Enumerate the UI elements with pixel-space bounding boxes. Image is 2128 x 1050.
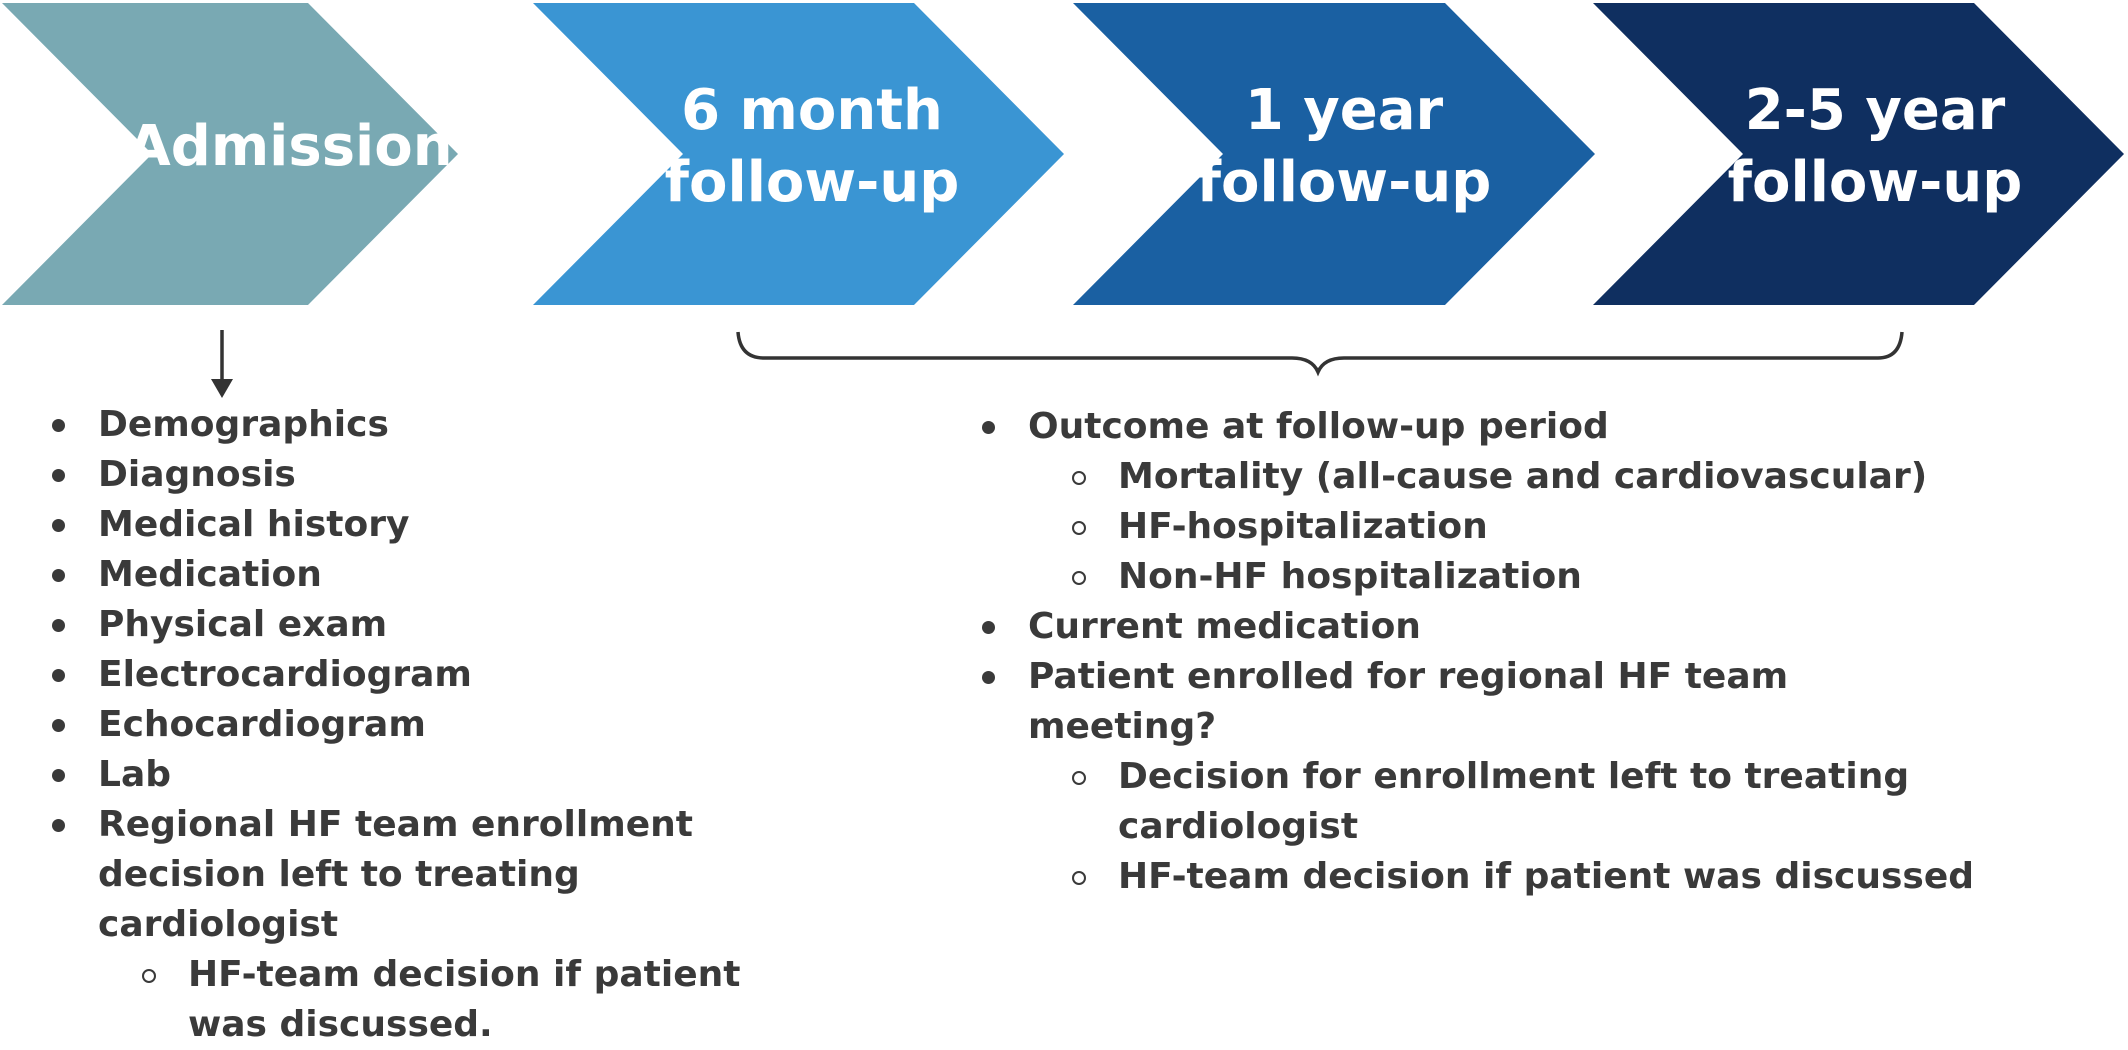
list-item: Demographics: [48, 400, 808, 450]
list-item: Lab: [48, 750, 808, 800]
list-item: Physical exam: [48, 600, 808, 650]
chevron-shape: [2, 3, 458, 305]
stage-admission: Admission: [2, 3, 458, 305]
list-item: Echocardiogram: [48, 700, 808, 750]
stage-2-5-year-follow-up: 2-5 year follow-up: [1593, 3, 2124, 305]
chevron-shape: [1073, 3, 1595, 305]
list-item: Current medication: [978, 602, 1978, 652]
chevron-shape: [1593, 3, 2124, 305]
connectors: [211, 330, 1904, 398]
admission-down-arrow-head: [211, 379, 233, 398]
list-item: Diagnosis: [48, 450, 808, 500]
list-item: Regional HF team enrollment decision lef…: [48, 800, 808, 950]
chevron-label-line: follow-up: [1197, 150, 1492, 215]
timeline-chevrons: Admission 6 month follow-up 1 year follow-up…: [2, 3, 2124, 305]
chevron-label-line: 6 month: [681, 78, 943, 143]
sub-list-item: Non-HF hospitalization: [978, 552, 1978, 602]
sub-list-item: Decision for enrollment left to treating…: [978, 752, 1978, 852]
list-item: Medical history: [48, 500, 808, 550]
list-item: Patient enrolled for regional HF team me…: [978, 652, 1978, 752]
chevron-shape: [533, 3, 1064, 305]
stage-1-year-follow-up: 1 year follow-up: [1073, 3, 1595, 305]
chevron-label-line: 2-5 year: [1745, 78, 2006, 143]
list-item: Electrocardiogram: [48, 650, 808, 700]
sub-list-item: Mortality (all-cause and cardiovascular): [978, 452, 1978, 502]
sub-list-item: HF-team decision if patient was discusse…: [48, 950, 808, 1050]
stage-6-month-follow-up: 6 month follow-up: [533, 3, 1064, 305]
list-item: Medication: [48, 550, 808, 600]
sub-list-item: HF-hospitalization: [978, 502, 1978, 552]
chevron-label-line: follow-up: [665, 150, 960, 215]
chevron-label-line: Admission: [127, 114, 452, 179]
list-item: Outcome at follow-up period: [978, 402, 1978, 452]
chevron-label-line: 1 year: [1245, 78, 1444, 143]
sub-list-item: HF-team decision if patient was discusse…: [978, 852, 1978, 902]
followup-brace: [736, 331, 1904, 377]
chevron-label-line: follow-up: [1728, 150, 2023, 215]
